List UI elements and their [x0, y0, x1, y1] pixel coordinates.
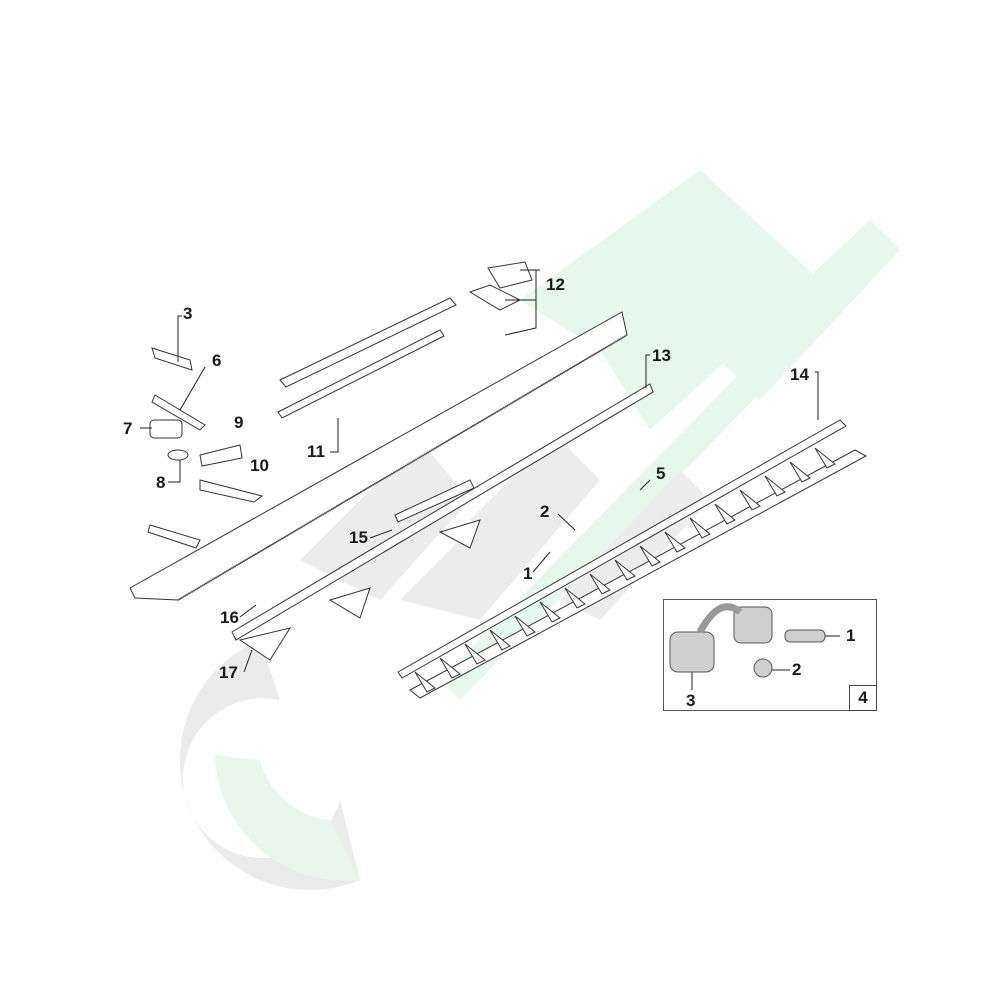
callout-11: 11	[307, 442, 325, 461]
inset-number: 4	[849, 685, 877, 711]
callout-5: 3	[183, 304, 193, 323]
callout-8: 8	[156, 473, 166, 492]
detail-inset: 4	[663, 599, 877, 711]
inset-callout-3: 3	[686, 691, 696, 710]
clamp-plates	[277, 261, 533, 419]
callout-17: 17	[219, 663, 238, 682]
callout-16: 16	[220, 608, 239, 627]
callout-10: 10	[250, 456, 269, 475]
callout-2: 2	[540, 502, 550, 521]
leader-lines	[140, 269, 840, 690]
callout-15: 15	[349, 528, 368, 547]
callout-7: 7	[123, 419, 133, 438]
guard-strip-13	[231, 383, 654, 641]
callout-12: 12	[546, 275, 565, 294]
callout-9: 9	[234, 413, 244, 432]
knife-assembly-14	[397, 419, 868, 699]
inset-callout-1: 1	[846, 626, 856, 645]
callout-13: 13	[652, 346, 671, 365]
callout-1: 1	[523, 564, 533, 583]
inset-callout-2: 2	[792, 660, 802, 679]
callout-14: 14	[790, 365, 809, 384]
callout-3: 5	[656, 464, 666, 483]
callout-6: 6	[212, 351, 222, 370]
cutter-bar-frame	[129, 311, 628, 601]
small-parts-left	[147, 347, 481, 661]
inset-parts	[669, 603, 826, 678]
